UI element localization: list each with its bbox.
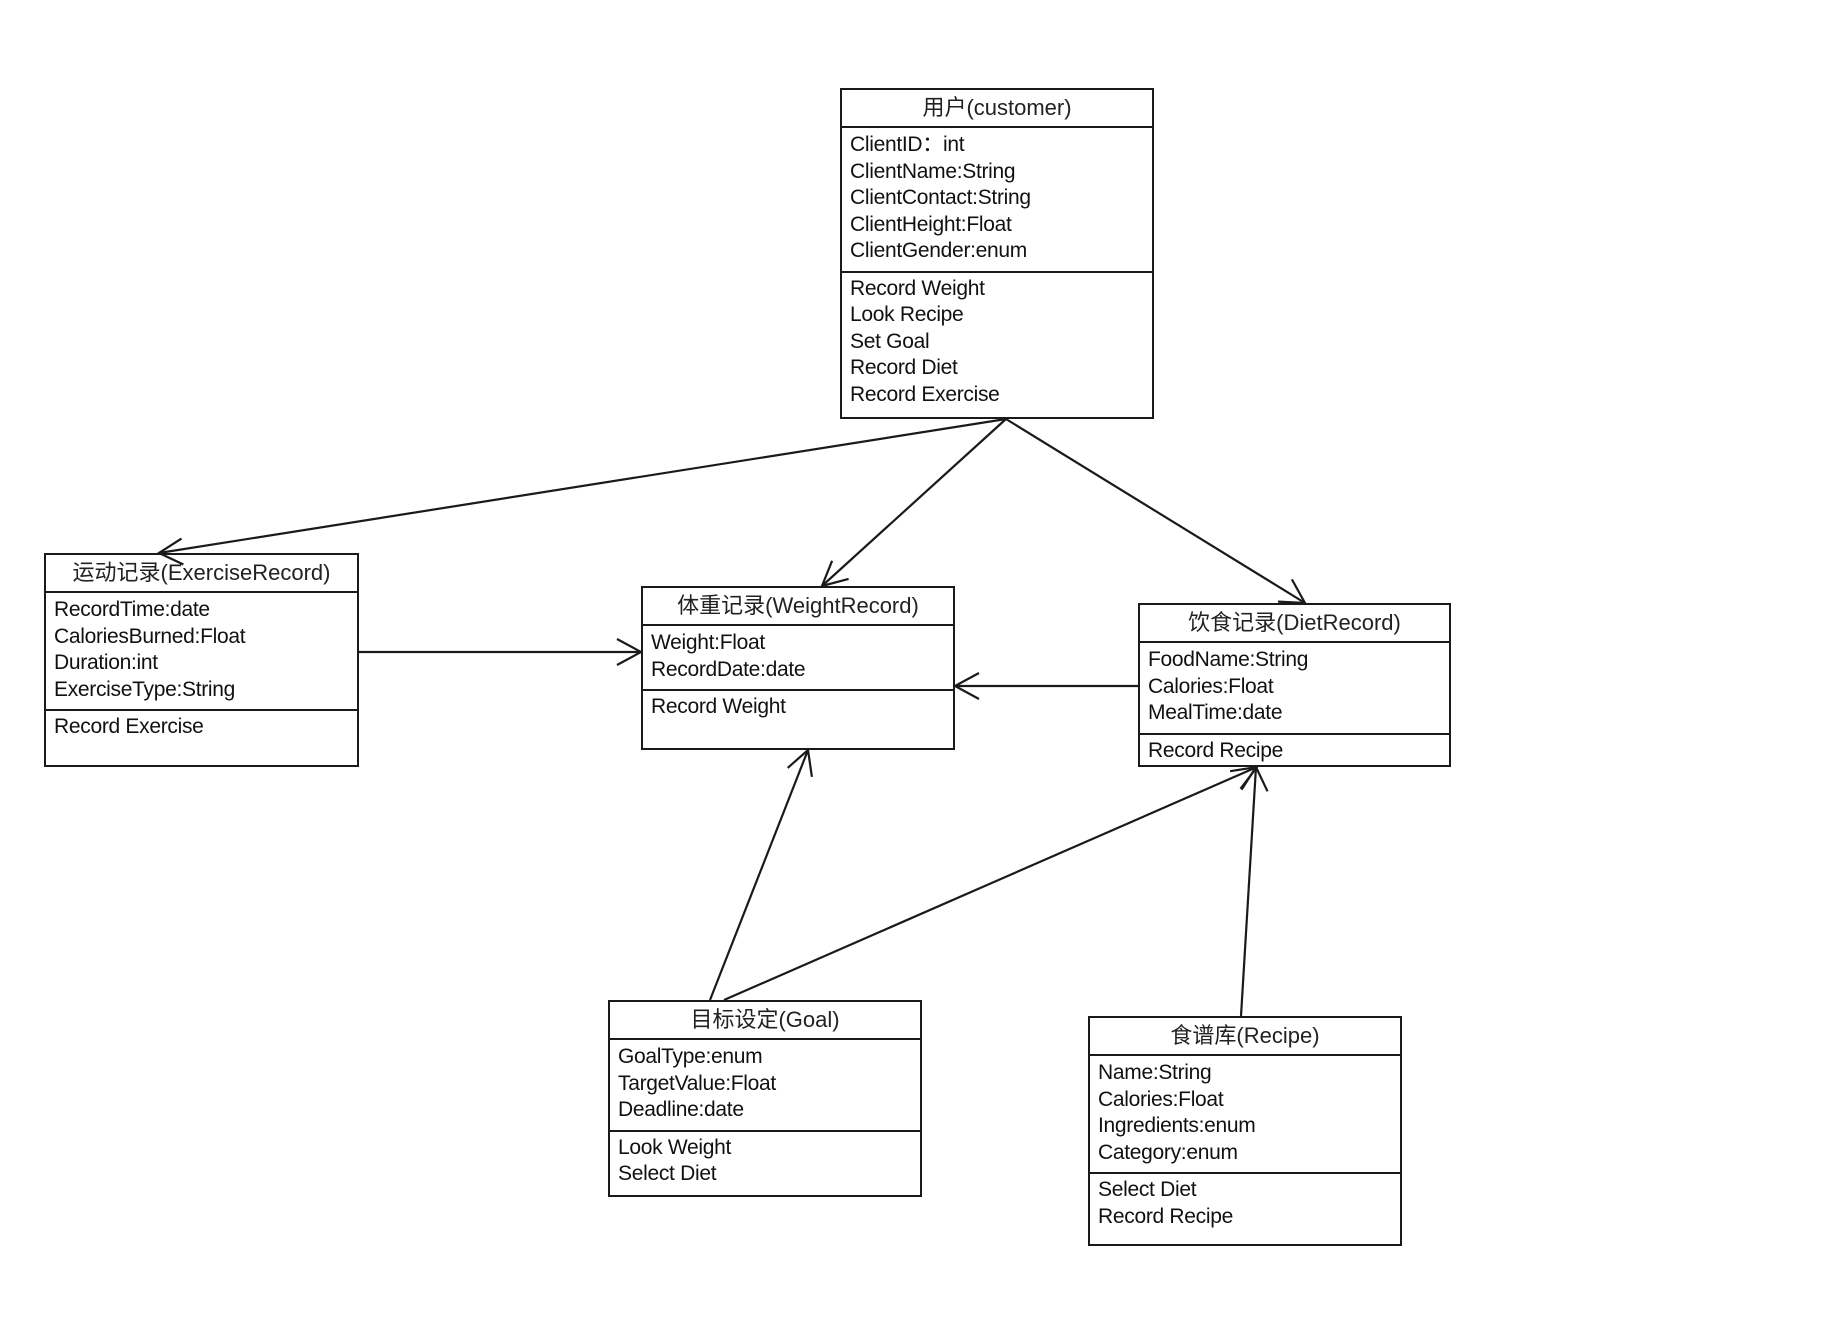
operation: Record Diet <box>850 356 958 379</box>
class-customer[interactable]: 用户(customer) ClientID：int ClientName:Str… <box>840 88 1154 419</box>
operation: Select Diet <box>618 1162 717 1185</box>
attribute: Weight:Float <box>651 631 765 654</box>
operations-compartment: Record Exercise <box>46 711 357 747</box>
attribute: FoodName:String <box>1148 648 1309 671</box>
attribute: Name:String <box>1098 1061 1212 1084</box>
attribute: Category:enum <box>1098 1140 1238 1164</box>
attribute: RecordTime:date <box>54 598 210 621</box>
attribute: Calories:Float <box>1148 674 1274 698</box>
attribute: Deadline:date <box>618 1098 744 1121</box>
operations-compartment: Record Weight <box>643 691 953 727</box>
arrow-recipe-to-diet <box>1239 764 1269 1017</box>
attribute: ClientName:String <box>850 159 1016 183</box>
arrow-diet-to-weight <box>952 672 1138 700</box>
attributes-compartment: FoodName:String Calories:Float MealTime:… <box>1140 643 1449 735</box>
operations-compartment: Look Weight Select Diet <box>610 1132 920 1194</box>
class-diet-record[interactable]: 饮食记录(DietRecord) FoodName:String Calorie… <box>1138 603 1451 767</box>
operation: Record Recipe <box>1098 1204 1233 1228</box>
arrow-goal-to-weight <box>708 747 813 1001</box>
operation: Record Recipe <box>1148 738 1283 762</box>
class-title: 食谱库(Recipe) <box>1090 1018 1400 1056</box>
attribute: GoalType:enum <box>618 1045 763 1068</box>
class-title: 运动记录(ExerciseRecord) <box>46 555 357 593</box>
attribute: ClientGender:enum <box>850 239 1027 262</box>
operation: Set Goal <box>850 329 930 353</box>
class-exercise-record[interactable]: 运动记录(ExerciseRecord) RecordTime:date Cal… <box>44 553 359 767</box>
arrow-goal-to-diet <box>723 765 1260 1002</box>
attribute: MealTime:date <box>1148 701 1283 724</box>
class-recipe[interactable]: 食谱库(Recipe) Name:String Calories:Float I… <box>1088 1016 1402 1246</box>
arrow-customer-to-diet <box>1005 418 1307 605</box>
class-title: 目标设定(Goal) <box>610 1002 920 1040</box>
arrow-customer-to-weight <box>820 418 1007 588</box>
operation: Record Weight <box>651 695 786 718</box>
attributes-compartment: GoalType:enum TargetValue:Float Deadline… <box>610 1040 920 1132</box>
attribute: Calories:Float <box>1098 1087 1224 1111</box>
operations-compartment: Record Recipe <box>1140 735 1449 771</box>
operation: Select Diet <box>1098 1178 1197 1201</box>
class-title: 饮食记录(DietRecord) <box>1140 605 1449 643</box>
operation: Record Exercise <box>850 382 1000 406</box>
operation: Record Exercise <box>54 715 204 738</box>
class-goal[interactable]: 目标设定(Goal) GoalType:enum TargetValue:Flo… <box>608 1000 922 1197</box>
operations-compartment: Select Diet Record Recipe <box>1090 1174 1400 1236</box>
attributes-compartment: RecordTime:date CaloriesBurned:Float Dur… <box>46 593 357 711</box>
class-weight-record[interactable]: 体重记录(WeightRecord) Weight:Float RecordDa… <box>641 586 955 750</box>
attribute: ClientContact:String <box>850 186 1031 209</box>
attribute: ExerciseType:String <box>54 677 236 701</box>
attribute: Duration:int <box>54 651 158 674</box>
attributes-compartment: ClientID：int ClientName:String ClientCon… <box>842 128 1152 273</box>
attribute: ClientID：int <box>850 133 965 156</box>
attribute: RecordDate:date <box>651 657 806 681</box>
attributes-compartment: Name:String Calories:Float Ingredients:e… <box>1090 1056 1400 1174</box>
arrow-exercise-to-weight <box>359 638 644 666</box>
attribute: ClientHeight:Float <box>850 212 1012 236</box>
attribute: Ingredients:enum <box>1098 1114 1256 1137</box>
operations-compartment: Record Weight Look Recipe Set Goal Recor… <box>842 273 1152 415</box>
attributes-compartment: Weight:Float RecordDate:date <box>643 626 953 691</box>
arrow-customer-to-exercise <box>156 417 1007 566</box>
operation: Record Weight <box>850 276 985 300</box>
attribute: TargetValue:Float <box>618 1071 776 1095</box>
operation: Look Weight <box>618 1135 732 1159</box>
class-title: 用户(customer) <box>842 90 1152 128</box>
class-title: 体重记录(WeightRecord) <box>643 588 953 626</box>
attribute: CaloriesBurned:Float <box>54 624 246 648</box>
operation: Look Recipe <box>850 303 964 326</box>
